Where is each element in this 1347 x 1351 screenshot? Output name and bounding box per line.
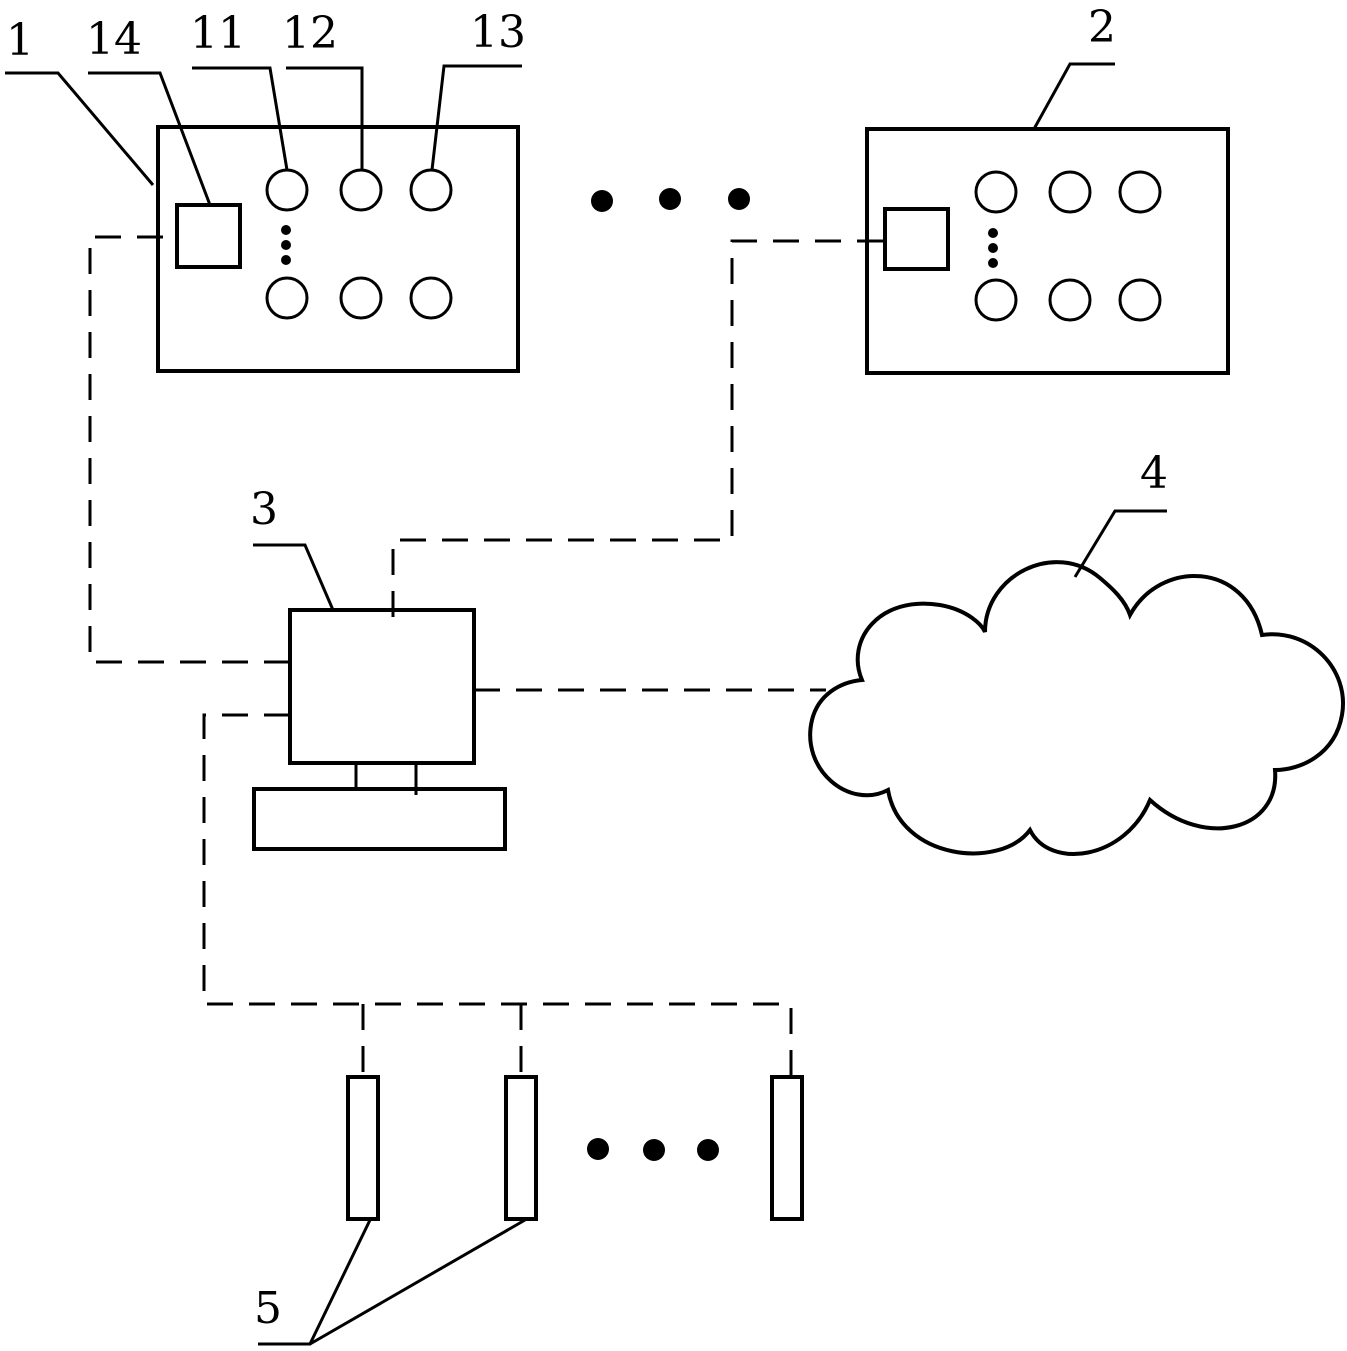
leader-13 bbox=[430, 64, 522, 171]
devices-ellipsis-dot bbox=[591, 190, 613, 212]
sensor-n bbox=[770, 1075, 804, 1221]
device-1 bbox=[156, 125, 520, 373]
leader-12 bbox=[286, 66, 364, 170]
device-1-ellipsis-dot bbox=[281, 255, 291, 265]
device-2-slot bbox=[1048, 170, 1092, 214]
sensor-1 bbox=[346, 1075, 380, 1221]
device-2-slot bbox=[1048, 278, 1092, 322]
label-3: 3 bbox=[250, 484, 278, 535]
sensors-ellipsis-dot bbox=[697, 1139, 719, 1161]
sensors-ellipsis-dot bbox=[643, 1139, 665, 1161]
device-2-ellipsis-dot bbox=[988, 243, 998, 253]
computer-monitor bbox=[288, 608, 476, 765]
leader-5-sensor-2 bbox=[309, 1218, 526, 1346]
device-1-ellipsis-dot bbox=[281, 225, 291, 235]
label-12: 12 bbox=[282, 8, 338, 59]
device-2-frame bbox=[865, 127, 1230, 375]
leader-2 bbox=[1032, 62, 1115, 130]
leader-11 bbox=[192, 66, 289, 171]
devices-ellipsis-dot bbox=[659, 188, 681, 210]
device-1-ellipsis-dot bbox=[281, 240, 291, 250]
device-2 bbox=[865, 127, 1230, 375]
device-2-slot bbox=[1118, 170, 1162, 214]
sensor-group-5 bbox=[346, 1075, 804, 1221]
network-cloud bbox=[808, 560, 1346, 856]
leader-1 bbox=[5, 71, 155, 186]
device-2-ellipsis-dot bbox=[988, 258, 998, 268]
computer-base bbox=[252, 787, 507, 851]
device-2-slot bbox=[974, 278, 1018, 322]
device-2-slot bbox=[1118, 278, 1162, 322]
sensor-2 bbox=[504, 1075, 538, 1221]
device-1-module-14 bbox=[175, 203, 242, 269]
device-1-frame bbox=[156, 125, 520, 373]
device-1-slot-11 bbox=[265, 168, 309, 212]
device-2-ellipsis-dot bbox=[988, 228, 998, 238]
label-11: 11 bbox=[190, 8, 246, 59]
link-computer-device-2 bbox=[391, 239, 885, 617]
label-5: 5 bbox=[254, 1283, 282, 1334]
devices-ellipsis-dot bbox=[728, 188, 750, 210]
link-computer-device-1 bbox=[88, 235, 290, 664]
device-1-slot-lower-1 bbox=[265, 276, 309, 320]
leader-14 bbox=[88, 71, 212, 206]
sensors-ellipsis-dot bbox=[587, 1138, 609, 1160]
label-2: 2 bbox=[1088, 2, 1116, 53]
link-computer-sensor-bus bbox=[202, 713, 793, 1085]
label-1: 1 bbox=[6, 15, 34, 66]
device-1-slot-12 bbox=[339, 168, 383, 212]
device-2-module bbox=[883, 207, 950, 271]
leader-4 bbox=[1073, 509, 1167, 578]
label-4: 4 bbox=[1140, 448, 1168, 499]
device-1-slot-lower-2 bbox=[339, 276, 383, 320]
label-14: 14 bbox=[86, 14, 142, 65]
leader-3 bbox=[253, 543, 335, 611]
computer-3 bbox=[252, 608, 507, 851]
label-13: 13 bbox=[470, 7, 526, 58]
device-1-slot-lower-3 bbox=[409, 276, 453, 320]
device-1-slot-13 bbox=[409, 168, 453, 212]
device-2-slot bbox=[974, 170, 1018, 214]
